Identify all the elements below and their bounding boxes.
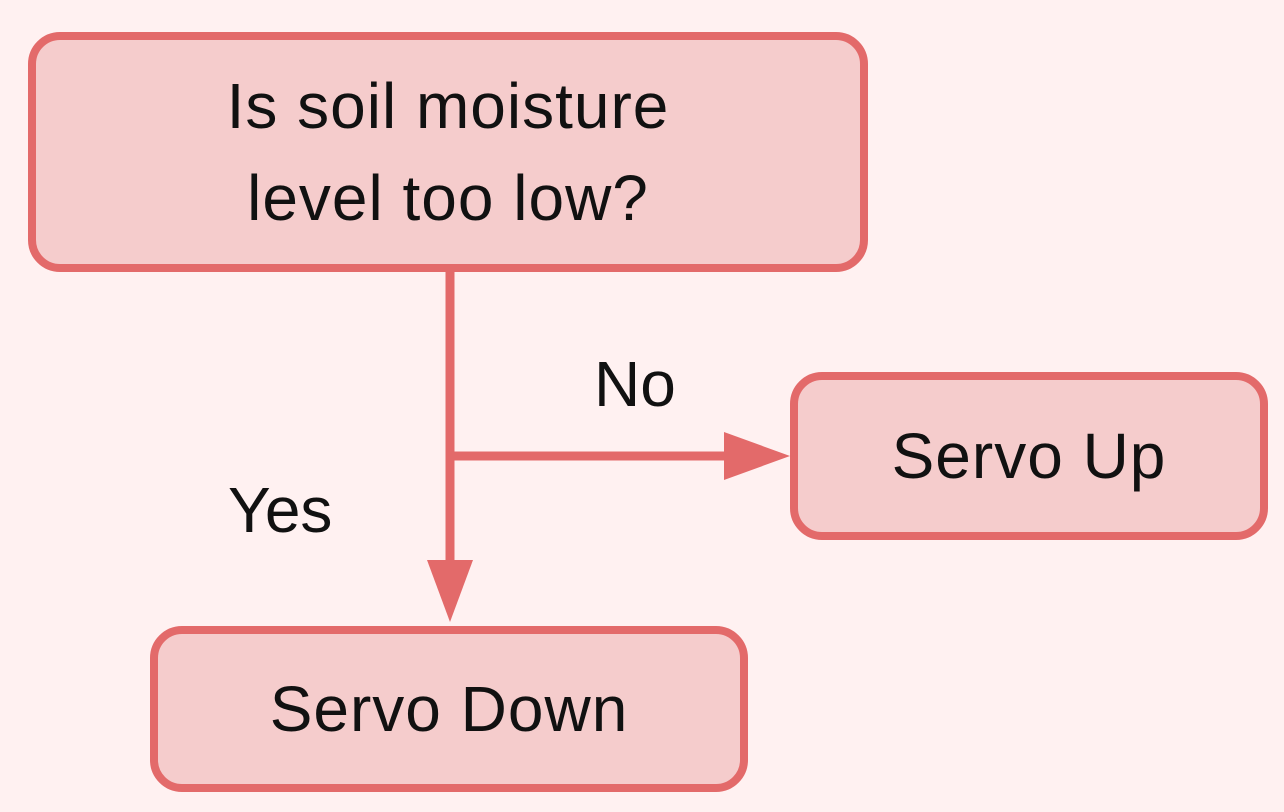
servo-down-label: Servo Down xyxy=(269,673,629,745)
action-node-servo-down: Servo Down xyxy=(150,626,748,792)
action-node-servo-up: Servo Up xyxy=(790,372,1268,540)
decision-node-soil-moisture: Is soil moisture level too low? xyxy=(28,32,868,272)
edge-label-yes: Yes xyxy=(228,474,333,546)
arrowhead-to-servo-down xyxy=(427,560,473,622)
decision-text-line-2: level too low? xyxy=(247,162,649,234)
edge-label-no: No xyxy=(594,348,676,420)
arrowhead-to-servo-up xyxy=(724,432,790,480)
servo-up-label: Servo Up xyxy=(891,420,1167,492)
decision-text-line-1: Is soil moisture xyxy=(226,70,670,142)
